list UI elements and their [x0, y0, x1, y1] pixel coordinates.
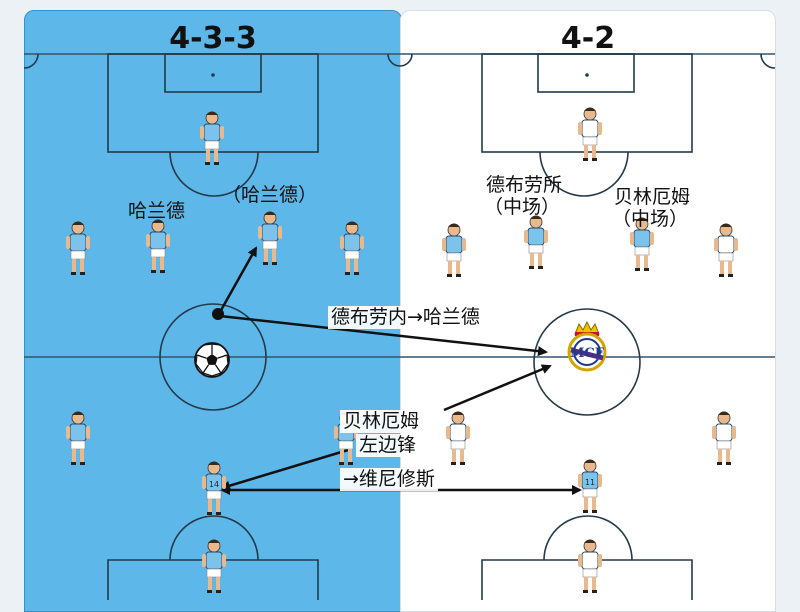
city-goalkeeper — [200, 111, 224, 165]
players-layer: 14 11 — [66, 107, 738, 593]
shirt-number: 14 — [209, 480, 219, 489]
madrid-player — [712, 411, 736, 465]
label-debruyne-mid-line1: 德布劳所 — [486, 174, 563, 196]
football-icon — [194, 342, 230, 378]
bellingham-midfield-player — [630, 217, 654, 271]
city-player — [202, 539, 226, 593]
city-player — [340, 221, 364, 275]
madrid-goalkeeper — [578, 107, 602, 161]
arrow-debruyne-to-haaland — [218, 246, 258, 313]
city-player — [66, 411, 90, 465]
city-player — [66, 221, 90, 275]
city-player-haaland-target — [258, 211, 282, 265]
label-haaland-paren: （哈兰德） — [222, 184, 318, 206]
madrid-player — [714, 223, 738, 277]
real-madrid-crest-icon: MCF — [567, 320, 607, 372]
label-haaland: 哈兰德 — [128, 200, 186, 222]
formation-title-left: 4-3-3 — [169, 21, 257, 56]
formation-title-right: 4-2 — [560, 21, 616, 56]
label-to-vinicius: →维尼修斯 — [340, 468, 438, 491]
debruyne-midfield-player — [524, 215, 548, 269]
label-debruyne-to-haaland: 德布劳内→哈兰德 — [328, 306, 483, 329]
madrid-player — [578, 539, 602, 593]
label-bellingham-mid-line2: （中场） — [612, 208, 689, 230]
arrow-bellingham-to-leftback — [220, 448, 349, 491]
madrid-side-player — [442, 223, 466, 277]
label-bellingham-lw-line2: 左边锋 — [356, 434, 420, 457]
madrid-player — [446, 411, 470, 465]
madrid-striker-vinicius: 11 — [578, 459, 602, 513]
label-debruyne-mid-line2: （中场） — [484, 196, 561, 218]
city-player-leftback: 14 — [202, 461, 226, 515]
arrow-to-madrid-center — [219, 314, 548, 357]
arrow-bellingham-to-center — [443, 364, 552, 412]
svg-text:MCF: MCF — [570, 346, 605, 361]
shirt-number: 11 — [585, 478, 595, 487]
label-bellingham-lw-line1: 贝林厄姆 — [340, 410, 423, 433]
label-bellingham-mid-line1: 贝林厄姆 — [614, 186, 691, 208]
city-player-haaland — [146, 219, 170, 273]
